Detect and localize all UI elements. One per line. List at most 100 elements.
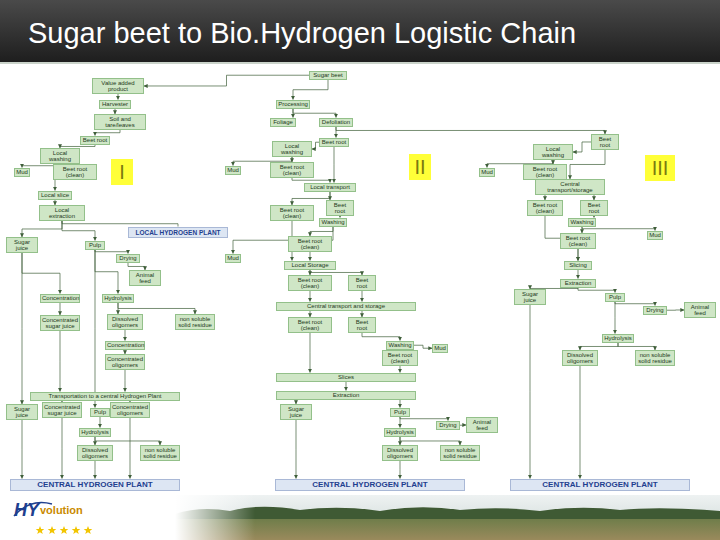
flow-arrow bbox=[144, 75, 309, 86]
process-box: Mud bbox=[225, 254, 241, 263]
node-text: Beet root (clean) bbox=[290, 319, 330, 332]
process-box: Extraction bbox=[276, 391, 416, 400]
flow-arrow bbox=[22, 221, 62, 237]
field-photo-sky bbox=[175, 495, 720, 540]
node-text: Soil and tare/leaves bbox=[96, 116, 144, 129]
flow-arrow bbox=[330, 192, 331, 200]
process-box: Beet root bbox=[348, 275, 376, 291]
node-text: Animal feed bbox=[686, 304, 714, 317]
eu-star bbox=[60, 526, 69, 534]
node-text: Concentration bbox=[107, 342, 143, 348]
flow-arrow bbox=[125, 370, 126, 392]
flow-arrow bbox=[346, 382, 347, 391]
node-text: Beet root (clean) bbox=[529, 202, 561, 215]
flow-arrow bbox=[336, 127, 605, 134]
node-text: Beet root bbox=[593, 136, 617, 149]
eu-star bbox=[48, 526, 57, 534]
process-box: Concentrated oligomers bbox=[110, 402, 150, 418]
process-box: Sugar juice bbox=[6, 404, 38, 420]
flow-arrow bbox=[118, 303, 195, 314]
node-text: Beet root (clean) bbox=[290, 277, 330, 290]
node-text: Central transport/storage bbox=[537, 181, 603, 194]
process-box: non soluble solid residue bbox=[140, 445, 180, 461]
process-box: Defoliation bbox=[319, 118, 353, 127]
process-box: Dissolved oligomers bbox=[77, 445, 113, 461]
flow-arrow bbox=[400, 461, 401, 479]
flow-arrow bbox=[296, 420, 297, 479]
flow-arrow bbox=[293, 109, 336, 118]
flow-arrow bbox=[95, 437, 160, 445]
process-box: Local Storage bbox=[284, 261, 336, 270]
flow-arrow bbox=[362, 333, 400, 341]
node-text: Beet root (clean) bbox=[272, 207, 312, 220]
logo-text: HY bbox=[14, 500, 39, 521]
logo-text: volution bbox=[40, 504, 83, 516]
process-box: Beet root bbox=[319, 138, 349, 147]
node-text: Local washing bbox=[535, 146, 571, 159]
node-text: Slicing bbox=[566, 262, 590, 268]
node-text: Transportation to a central Hydrogen Pla… bbox=[32, 393, 178, 399]
node-text: Defoliation bbox=[321, 119, 351, 125]
process-box: Animal feed bbox=[684, 302, 716, 318]
node-text: Mud bbox=[649, 232, 661, 238]
flow-arrow bbox=[578, 249, 579, 261]
process-box: Local washing bbox=[40, 148, 80, 164]
process-box: Beet root (clean) bbox=[288, 236, 332, 252]
process-box: Beet root (clean) bbox=[560, 233, 596, 249]
slide-title: Sugar beet to Bio.Hydrogen Logistic Chai… bbox=[28, 16, 708, 50]
flow-arrow bbox=[128, 263, 145, 270]
process-box: Pulp bbox=[85, 241, 105, 250]
process-box: non soluble solid residue bbox=[635, 350, 675, 366]
flow-arrow bbox=[414, 345, 432, 348]
process-box: Animal feed bbox=[129, 270, 161, 286]
process-box: Value added product bbox=[92, 78, 144, 94]
header-rule bbox=[0, 62, 720, 64]
node-text: Dissolved oligomers bbox=[79, 447, 111, 460]
eu-star bbox=[36, 526, 45, 534]
flow-arrow bbox=[400, 437, 460, 445]
node-text: Extraction bbox=[278, 392, 414, 398]
node-text: Beet root bbox=[328, 202, 352, 215]
flow-arrow bbox=[530, 305, 531, 479]
flow-arrow bbox=[55, 180, 56, 191]
process-box: non soluble solid residue bbox=[175, 314, 215, 330]
process-box: Beet root (clean) bbox=[53, 164, 97, 180]
node-text: Beet root (clean) bbox=[290, 238, 330, 251]
flow-arrow bbox=[570, 150, 605, 179]
flow-arrow bbox=[400, 400, 401, 408]
node-text: Mud bbox=[227, 167, 239, 173]
flow-arrow bbox=[22, 253, 23, 404]
node-text: Local extraction bbox=[41, 207, 83, 220]
node-text: Beet root bbox=[350, 319, 374, 332]
plant-box: LOCAL HYDROGEN PLANT bbox=[128, 227, 228, 238]
node-text: CENTRAL HYDROGEN PLANT bbox=[278, 481, 462, 490]
flow-arrow bbox=[233, 227, 333, 254]
process-box: Sugar beet bbox=[309, 71, 347, 80]
flow-arrow bbox=[22, 253, 60, 294]
node-text: non soluble solid residue bbox=[637, 352, 673, 365]
section-numeral: II bbox=[409, 154, 431, 180]
flow-arrow bbox=[60, 303, 61, 315]
process-box: Beet root bbox=[591, 134, 619, 150]
process-box: Dissolved oligomers bbox=[562, 350, 598, 366]
process-box: Drying bbox=[436, 421, 460, 430]
node-text: Value added product bbox=[94, 80, 142, 93]
process-box: Processing bbox=[276, 100, 310, 109]
node-text: Central transport and storage bbox=[278, 303, 414, 309]
node-text: Drying bbox=[438, 422, 458, 428]
process-box: Beet root (clean) bbox=[527, 200, 563, 216]
node-text: Hydrolysis bbox=[104, 295, 132, 301]
process-box: Concentrated sugar juice bbox=[40, 315, 80, 331]
node-text: Foliage bbox=[272, 119, 294, 125]
process-box: Beet root (clean) bbox=[270, 162, 314, 178]
process-box: Mud bbox=[432, 344, 448, 353]
process-box: Transportation to a central Hydrogen Pla… bbox=[30, 392, 180, 401]
node-text: Sugar juice bbox=[282, 406, 310, 419]
plant-box: CENTRAL HYDROGEN PLANT bbox=[275, 479, 465, 492]
flow-arrow bbox=[310, 227, 333, 236]
node-text: Beet root (clean) bbox=[384, 352, 416, 365]
process-box: Concentration bbox=[105, 341, 145, 350]
node-text: Sugar juice bbox=[8, 406, 36, 419]
process-box: Extraction bbox=[560, 279, 596, 288]
